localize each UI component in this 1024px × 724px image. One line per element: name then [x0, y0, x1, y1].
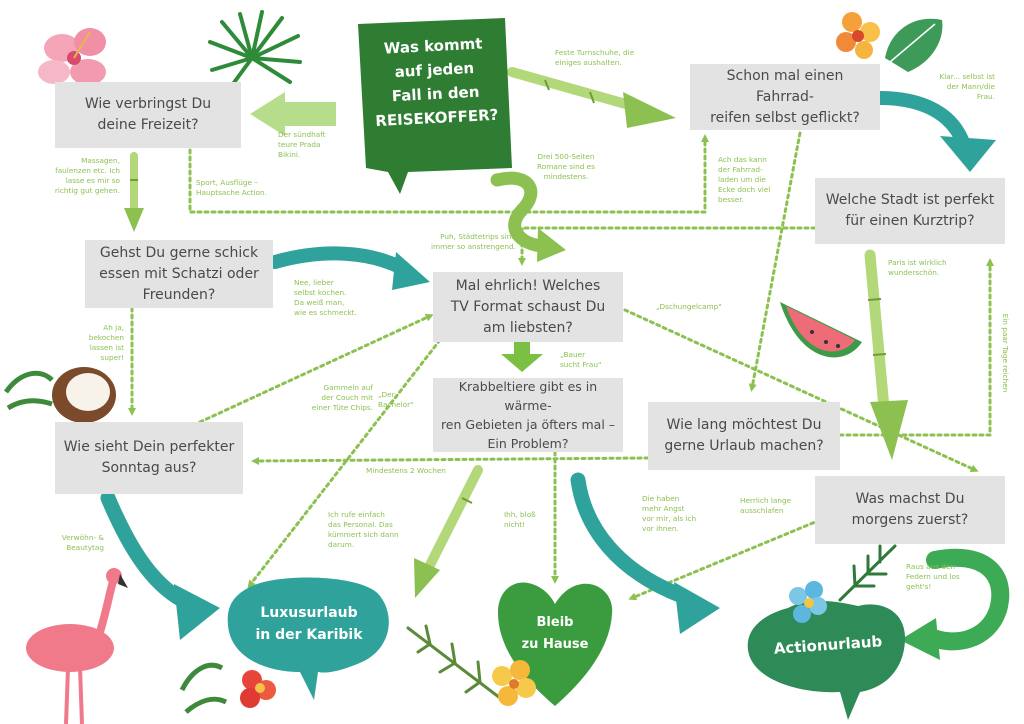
answer-tage-box: Ein paar Tage reichen [1000, 268, 1010, 438]
result-bubble-luxus [227, 577, 389, 700]
arrow-paris [864, 249, 908, 460]
palm-fronds-icon [838, 544, 897, 602]
arrow-nee-head [392, 252, 430, 290]
answer-personal: Ich rufe einfach das Personal. Das kümme… [328, 510, 399, 549]
answer-ausschlafen: Herrlich lange ausschlafen [740, 496, 792, 515]
palm-leaf-icon [208, 10, 302, 90]
arrow-klar [873, 91, 969, 147]
coconut-icon [3, 367, 116, 423]
answer-dschungel: „Dschungelcamp" [656, 302, 722, 311]
arrow-massagen [124, 152, 144, 232]
question-krabbel: Krabbeltiere gibt es in wärme- ren Gebie… [433, 378, 623, 452]
answer-bleib: Ihh, bloß nicht! [504, 510, 536, 529]
answer-nee: Nee, lieber selbst kochen. Da weiß man, … [294, 278, 357, 317]
hibiscus-red-icon [179, 662, 276, 714]
answer-tage: Ein paar Tage reichen [1001, 313, 1010, 393]
arrow-romane [490, 171, 549, 253]
arrow-verwoehnen [100, 490, 190, 608]
arrow-angst-head [674, 582, 720, 634]
answer-massagen: Massagen, faulenzen etc. Ich lasse es mi… [54, 156, 120, 195]
connector-tage [838, 258, 994, 437]
connector-staedte [518, 226, 817, 266]
result-bubble-action [747, 600, 905, 720]
answer-gammeln: Gammeln auf der Couch mit einer Tüte Chi… [311, 383, 373, 412]
arrow-federn [919, 548, 1010, 651]
hibiscus-yellow-icon [836, 12, 880, 59]
arrow-romane-head [537, 228, 566, 262]
answer-fahrradladen: Ach das kann der Fahrrad- laden um die E… [718, 155, 771, 204]
answer-prada: Der sündhaft teure Prada Bikini. [278, 130, 326, 159]
connector-wochen [251, 456, 650, 465]
connector-fahrradladen [748, 131, 802, 392]
arrow-angst [570, 472, 690, 604]
answer-paris: Paris ist wirklich wunderschön. [888, 258, 947, 277]
arrow-verwoehnen-head [174, 584, 220, 640]
arrow-prada [250, 92, 336, 136]
question-urlaub: Wie lang möchtest Du gerne Urlaub machen… [648, 402, 840, 470]
answer-romane: Drei 500-Seiten Romane sind es mindesten… [537, 152, 595, 181]
arrow-klar-head [940, 136, 996, 172]
arrow-personal [414, 465, 483, 598]
title-bubble [358, 18, 512, 194]
hibiscus-pink-icon [38, 28, 106, 85]
question-morgens: Was machst Du morgens zuerst? [815, 476, 1005, 544]
answer-angst: Die haben mehr Angst vor mir, als ich vo… [642, 494, 697, 533]
question-kurztrip: Welche Stadt ist perfekt für einen Kurzt… [815, 178, 1005, 244]
answer-turnschuhe: Feste Turnschuhe, die einiges aushalten. [555, 48, 635, 67]
answer-wochen: Mindestens 2 Wochen [366, 466, 446, 475]
arrow-turnschuhe [507, 67, 676, 128]
connector-gammeln [198, 314, 434, 424]
question-fahrrad: Schon mal einen Fahrrad- reifen selbst g… [690, 64, 880, 130]
answer-federn: Raus aus den Federn und los geht's! [906, 562, 960, 591]
title-text: Was kommt auf jeden Fall in den REISEKOF… [374, 34, 499, 131]
answer-bekochen: Ah ja, bekochen lassen ist super! [88, 323, 124, 362]
monstera-leaf-icon [885, 18, 943, 72]
arrow-bauer [501, 340, 543, 372]
answer-verwoehnen: Verwöhn- & Beautytag [61, 533, 104, 552]
connector-bachelor [247, 338, 442, 589]
answer-sport: Sport, Ausflüge – Hauptsache Action. [196, 178, 267, 197]
arrow-federn-head [900, 618, 940, 660]
question-tv: Mal ehrlich! Welches TV Format schaust D… [433, 272, 623, 342]
fern-icon [406, 624, 510, 706]
answer-staedte: Puh, Städtetrips sind immer so anstrenge… [430, 232, 516, 251]
answer-bauer: „Bauer sucht Frau" [560, 350, 602, 369]
flamingo-icon [26, 568, 128, 724]
result-zuhause: Bleib zu Hause [521, 615, 589, 652]
question-sonntag: Wie sieht Dein perfekter Sonntag aus? [55, 422, 243, 494]
answer-klar: Klar... selbst ist der Mann/die Frau. [939, 72, 995, 101]
hibiscus-orange-icon [492, 660, 536, 706]
connector-dschungel [623, 308, 979, 472]
question-freizeit: Wie verbringst Du deine Freizeit? [55, 82, 241, 148]
result-luxus: Luxusurlaub in der Karibik [255, 605, 363, 643]
blue-flower-icon [789, 581, 827, 623]
answer-bachelor: „Der Bachelor" [378, 390, 414, 409]
question-schick: Gehst Du gerne schick essen mit Schatzi … [85, 240, 273, 308]
arrow-nee [268, 246, 409, 275]
watermelon-icon [780, 302, 862, 358]
connector-sport [188, 134, 709, 214]
